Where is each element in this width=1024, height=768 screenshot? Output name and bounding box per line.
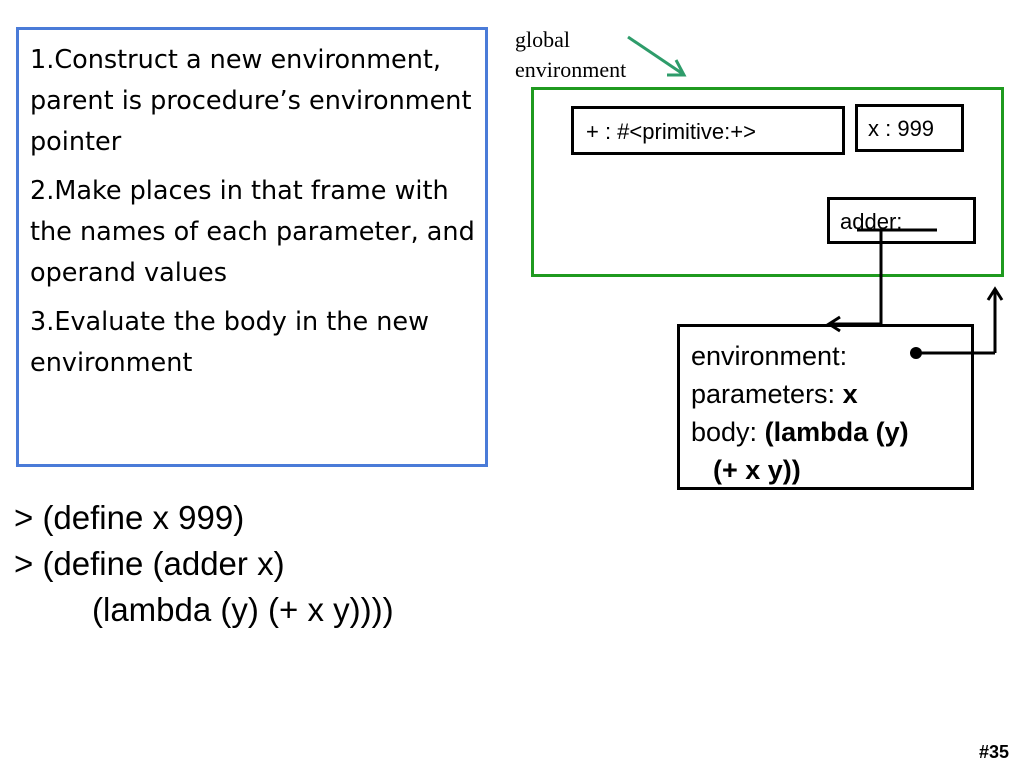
scheme-code: > (define x 999) > (define (adder x) (la… <box>14 495 394 633</box>
proc-parameters-row: parameters: x <box>691 375 971 413</box>
step-2: 2.Make places in that frame with the nam… <box>30 176 475 288</box>
global-env-label-arrow <box>627 35 687 77</box>
proc-environment-row: environment: <box>691 337 971 375</box>
proc-environment-label: environment: <box>691 341 848 371</box>
global-environment-frame <box>531 87 1004 277</box>
proc-parameters-value: x <box>842 379 858 409</box>
binding-adder: adder: <box>827 197 976 244</box>
binding-plus: + : #<primitive:+> <box>571 106 845 155</box>
proc-body-label: body: <box>691 417 758 447</box>
steps-box: 1.Construct a new environment, parent is… <box>16 27 488 467</box>
binding-x: x : 999 <box>855 104 964 152</box>
global-env-label: global environment <box>515 25 626 85</box>
step-1: 1.Construct a new environment, parent is… <box>30 45 472 157</box>
environment-pointer-arrow <box>916 286 1004 355</box>
adder-pointer-arrow <box>826 228 937 333</box>
procedure-object: environment: parameters: x body: (lambda… <box>677 324 974 490</box>
proc-parameters-label: parameters: <box>691 379 836 409</box>
code-line-2: > (define (adder x) <box>14 545 285 582</box>
code-line-3: (lambda (y) (+ x y)))) <box>92 591 394 628</box>
environment-pointer-dot <box>910 347 922 359</box>
proc-body-value-line2: (+ x y)) <box>713 455 801 485</box>
proc-body-row: body: (lambda (y) <box>691 413 971 451</box>
step-3: 3.Evaluate the body in the new environme… <box>30 307 429 378</box>
slide-number: #35 <box>979 742 1010 762</box>
global-env-label-line2: environment <box>515 57 627 82</box>
global-env-label-line1: global <box>515 27 570 52</box>
proc-body-value-line1: (lambda (y) <box>764 417 909 447</box>
code-line-1: > (define x 999) <box>14 499 245 536</box>
